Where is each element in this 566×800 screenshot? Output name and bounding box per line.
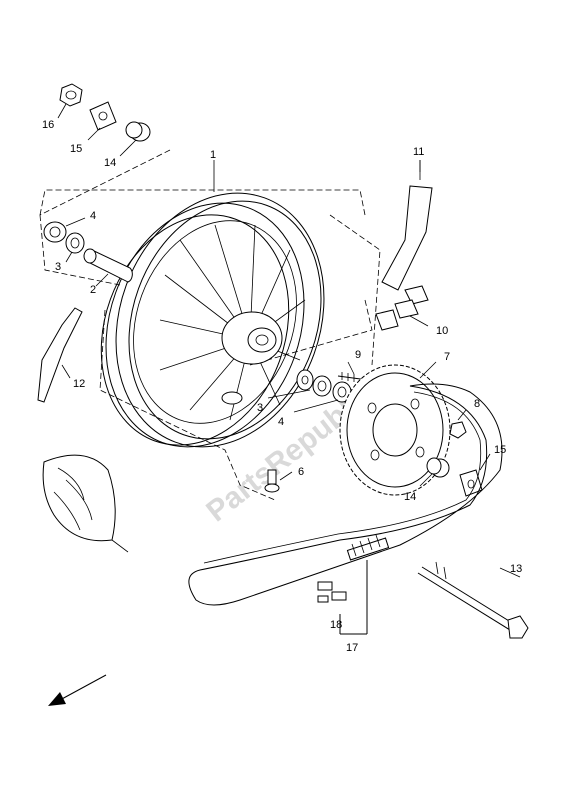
callout-17: 17: [346, 642, 358, 654]
part-7-sprocket: [339, 361, 451, 496]
part-16-nut: [57, 83, 83, 119]
callout-leaders: [213, 160, 421, 192]
part-3-seal-right: [296, 369, 314, 391]
part-14-collar: [119, 121, 151, 157]
rear-wheel: [100, 192, 325, 448]
callout-4-right: 4: [278, 416, 284, 428]
callout-18: 18: [330, 619, 342, 631]
callout-8: 8: [474, 398, 480, 410]
part-18-chain-joint: [317, 581, 347, 603]
part-10-clips: [375, 285, 429, 331]
part-6-valve: [264, 469, 293, 493]
callout-7: 7: [444, 351, 450, 363]
tire-tread-detail: [42, 454, 129, 553]
callout-9: 9: [355, 349, 361, 361]
part-4-bearing-left: [43, 217, 86, 243]
callout-16: 16: [42, 119, 54, 131]
part-8-nut: [449, 409, 467, 439]
callout-13: 13: [510, 563, 522, 575]
callout-15-top: 15: [70, 143, 82, 155]
part-2-spacer: [83, 248, 133, 287]
callout-10: 10: [436, 325, 448, 337]
callout-14-right: 14: [404, 491, 416, 503]
callout-12: 12: [73, 378, 85, 390]
callout-3-right: 3: [257, 402, 263, 414]
part-17-drive-chain: [188, 383, 503, 606]
callout-2: 2: [90, 284, 96, 296]
callout-11: 11: [413, 146, 424, 158]
assembly-frame: [39, 149, 381, 501]
part-4-bearing-right: [293, 381, 352, 413]
front-direction-arrow: [48, 674, 107, 706]
callout-4-left: 4: [90, 210, 96, 222]
callout-6: 6: [298, 466, 304, 478]
callout-14-top: 14: [104, 157, 116, 169]
callout-15-right: 15: [494, 444, 506, 456]
part-14-collar-right: [419, 457, 450, 487]
part-13-axle: [417, 561, 529, 639]
chain-links: [346, 534, 390, 561]
part-11-guard: [381, 160, 433, 291]
part-15-plate-right: [459, 453, 491, 497]
part-15-plate: [87, 101, 117, 141]
part-3-seal-left: [65, 232, 85, 263]
part-3-collar-right: [267, 375, 332, 399]
callout-3-left: 3: [55, 261, 61, 273]
part-12-guard: [37, 307, 83, 403]
callout-1: 1: [210, 149, 216, 161]
